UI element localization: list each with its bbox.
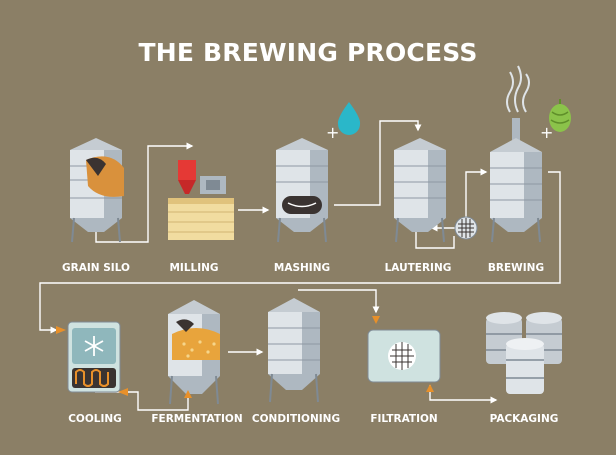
cooler-icon: [56, 321, 128, 396]
step-label-fermentation: FERMENTATION: [151, 413, 243, 425]
water-plus-sign: +: [326, 123, 339, 142]
mash-tun-icon: [276, 138, 328, 243]
flow-lauter-to-filterdisk: [415, 232, 455, 249]
step-label-mashing: MASHING: [273, 262, 331, 274]
kegs-icon: [486, 312, 562, 394]
flow-mash-to-lauter: [334, 120, 422, 206]
fermenter-icon: [168, 300, 220, 405]
step-label-brewing: BREWING: [487, 262, 545, 274]
hop-icon: [549, 99, 571, 132]
flow-disk-to-brew: [465, 168, 488, 220]
step-label-conditioning: CONDITIONING: [251, 413, 341, 425]
keg-front: [506, 338, 544, 394]
step-label-packaging: PACKAGING: [489, 413, 559, 425]
flow-silo-to-mill: [95, 142, 194, 243]
water-addition: +: [326, 102, 361, 142]
conditioning-tank-icon: [268, 298, 320, 403]
mill-icon: [168, 160, 234, 240]
filter-icon: [367, 316, 441, 392]
step-label-milling: MILLING: [169, 262, 219, 274]
step-label-grain-silo: GRAIN SILO: [62, 262, 130, 274]
snowflake-icon: [84, 336, 104, 356]
water-drop-icon: [337, 102, 361, 135]
hop-plus-sign: +: [540, 123, 553, 142]
flow-cool-to-ferm: [95, 391, 189, 411]
flow-cond-to-filter: [298, 289, 380, 314]
brew-kettle-icon: [490, 118, 542, 243]
grain-silo-icon: [70, 138, 124, 243]
filter-disk-icon: [454, 216, 478, 240]
flow-brew-to-cool: [39, 171, 561, 334]
flow-filter-to-pack: [429, 385, 498, 404]
step-label-filtration: FILTRATION: [370, 413, 438, 425]
hop-addition: +: [540, 99, 571, 142]
step-label-lautering: LAUTERING: [384, 262, 452, 274]
step-label-cooling: COOLING: [68, 413, 122, 425]
page-title: THE BREWING PROCESS: [138, 38, 478, 67]
lauter-tun-icon: [394, 138, 446, 243]
steam-icon: [506, 65, 530, 113]
